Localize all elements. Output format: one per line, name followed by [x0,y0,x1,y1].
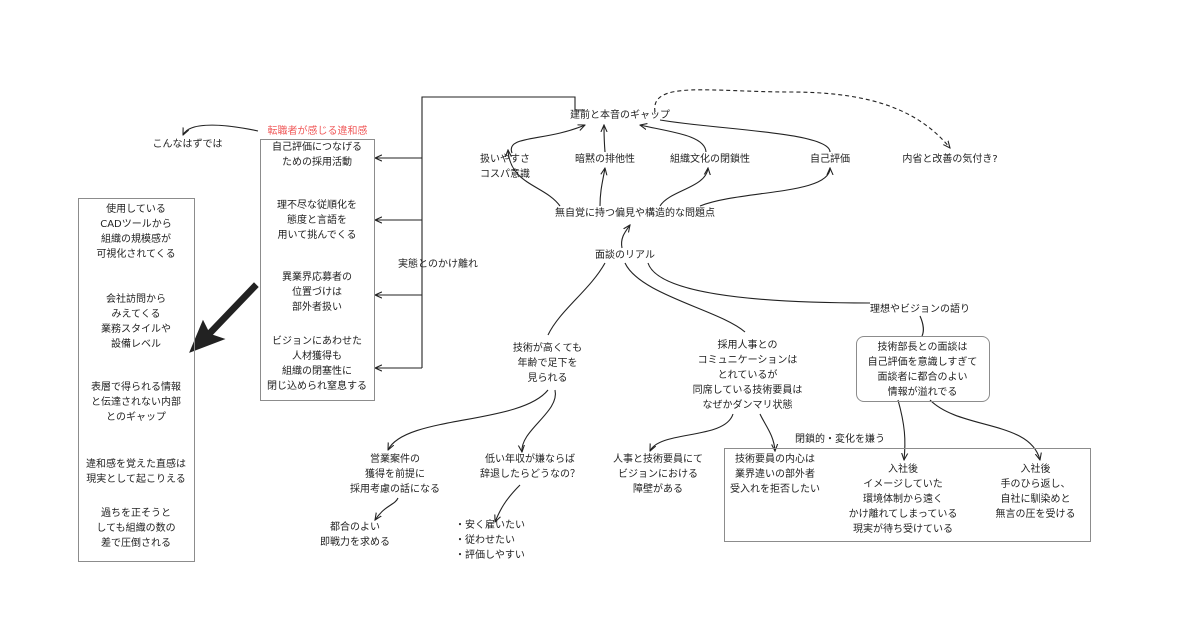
node-sales-child: 都合のよい 即戦力を求める [320,522,390,548]
node-exclusivity: 暗黙の排他性 [575,154,635,165]
entry-box [724,448,1091,542]
edge-ideal-manager [919,315,924,337]
edge-bias-exclusivity [599,168,605,207]
left-list-item-4: 違和感を覚えた直感は 現実として起こりえる [86,459,186,485]
edge-manager-after1 [897,399,905,460]
node-thought: こんなはずでは [152,139,223,150]
edge-culture-gap [640,125,707,153]
big-arrow [189,282,259,353]
edge-interview-ideal [647,262,871,304]
node-hr: 採用人事との コミュニケーションは とれているが 同席している技術要員は なぜか… [692,340,803,411]
edge-tech-sales [388,389,549,450]
discomfort-item-4: ビジョンにあわせた 人材獲得も 組織の閉塞性に 閉じ込められ窒息する [267,336,367,392]
node-self-eval: 自己評価 [810,154,850,165]
edge-hr-wall [650,413,734,451]
discomfort-item-2: 理不尽な従順化を 態度と言語を 用いて挑んでくる [277,200,357,241]
node-interview: 面談のリアル [595,250,655,261]
edge-interview-tech [547,262,606,336]
node-culture: 組織文化の閉鎖性 [670,154,750,165]
node-sales: 営業案件の 獲得を前提に 採用考慮の話になる [350,454,440,495]
node-handling: 扱いやすさ コスパ意識 [480,154,530,180]
node-salary: 低い年収が嫌ならば 辞退したらどうなの？ [480,454,580,480]
node-after-2: 入社後 手のひら返し、 自社に馴染めと 無言の圧を受ける [995,464,1076,520]
edge-tech-salary [522,389,556,452]
edge-interview-bias [621,225,630,249]
node-bias: 無自覚に持つ偏見や構造的な問題点 [555,208,715,219]
discomfort-item-1: 自己評価につなげる ための採用活動 [272,142,362,168]
edge-hr-reject [759,413,775,451]
edge-gap-reflection [654,89,950,148]
node-tech: 技術が高くても 年齢で足下を 見られる [512,343,583,384]
node-manager: 技術部長との面談は 自己評価を意識しすぎて 面談者に都合のよい 情報が溢れでる [867,342,978,398]
manager-box [856,336,990,402]
edge-bias-culture [659,168,708,207]
edge-label-reality: 実態とのかけ離れ [398,259,478,270]
edge-handling-gap [510,125,585,154]
edge-exclusivity-gap [604,125,605,153]
node-vision-wall: 人事と技術要員にて ビジョンにおける 障壁がある [613,454,703,495]
left-list-item-3: 表層で得られる情報 と伝達されない内部 とのギャップ [91,382,181,423]
node-ideal: 理想やビジョンの語り [870,304,970,315]
edge-self-gap [659,119,831,153]
edge-salary-child [495,484,521,522]
edge-label-closed: 閉鎖的・変化を嫌う [795,434,885,445]
edge-sales-child [375,497,399,520]
discomfort-box [260,139,375,401]
left-list-item-5: 過ちを正そうと しても組織の数の 差で圧倒される [96,508,176,549]
left-list-item-2: 会社訪問から みえてくる 業務スタイルや 設備レベル [101,294,171,350]
edge-interview-hr [624,262,746,333]
node-after-1: 入社後 イメージしていた 環境体制から遠く かけ離れてしまっている 現実が待ち受… [848,464,958,535]
node-salary-child: ・安く雇いたい ・従わせたい ・評価しやすい [455,520,525,561]
edge-gap-discomfort-bracket [421,96,585,368]
edge-bias-self [699,168,830,207]
node-reflection: 内省と改善の気付き? [902,154,998,165]
discomfort-item-3: 異業界応募者の 位置づけは 部外者扱い [282,272,352,313]
node-reject: 技術要員の内心は 業界違いの部外者 受入れを拒否したい [730,454,820,495]
edge-bias-handling [508,150,561,207]
left-list-item-1: 使用している CADツールから 組織の規模感が 可視化されてくる [96,204,176,260]
node-discomfort-title: 転職者が感じる違和感 [267,126,368,137]
edge-title-thought [183,124,259,135]
node-gap: 建前と本音のギャップ [570,110,670,121]
left-list-box [78,198,195,562]
